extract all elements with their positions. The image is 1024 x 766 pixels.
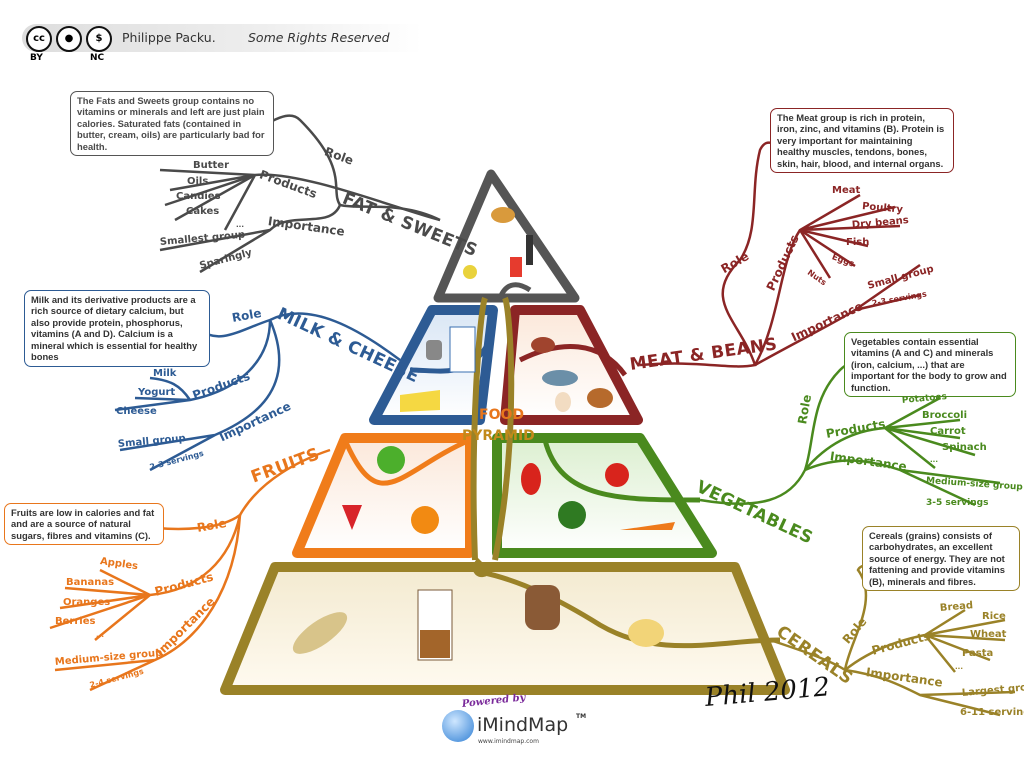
- cereals-product: ...: [955, 663, 963, 671]
- cheese-icon: [400, 390, 440, 412]
- cc-icon: cc: [26, 26, 52, 52]
- apple-icon: [377, 446, 405, 474]
- cereals-role-note: Cereals (grains) consists of carbohydrat…: [862, 526, 1020, 592]
- fats-product: ...: [236, 221, 244, 229]
- chicken-icon: [587, 388, 613, 408]
- cereal-box-icon: [417, 589, 453, 661]
- fish-icon: [542, 370, 578, 386]
- fruits-product: Oranges: [63, 597, 111, 608]
- milk-carton-icon: [449, 326, 476, 373]
- milk-product: Cheese: [116, 406, 157, 417]
- rights: Some Rights Reserved: [248, 30, 390, 45]
- cereals-product: Wheat: [970, 629, 1007, 640]
- vegetables-product: Spinach: [942, 442, 987, 453]
- carrot-icon: [620, 522, 675, 530]
- vegetables-importance: 3-5 servings: [926, 498, 989, 508]
- center-title-line2: PYRAMID: [462, 428, 535, 444]
- fats-product: Oils: [187, 176, 209, 187]
- candy-icon: [463, 265, 477, 279]
- fruits-role-note: Fruits are low in calories and fat and a…: [4, 503, 164, 546]
- imindmap-name: iMindMap: [477, 714, 569, 736]
- fats-product: Candies: [176, 191, 221, 202]
- fats-product: Butter: [193, 160, 230, 171]
- by-label: BY: [30, 53, 43, 63]
- trademark: TM: [576, 713, 587, 720]
- meat-product: Meat: [832, 185, 861, 196]
- license-banner: cc ● $ BY NC Philippe Packu. Some Rights…: [22, 24, 422, 63]
- fats-product: Cakes: [186, 206, 220, 217]
- fats-role-note: The Fats and Sweets group contains no vi…: [70, 91, 274, 157]
- yogurt-icon: [426, 340, 442, 360]
- pasta-icon: [628, 619, 664, 647]
- imindmap-logo-icon: [442, 710, 474, 742]
- fruits-product: Berries: [55, 616, 96, 627]
- vegetables-product: Carrot: [930, 426, 966, 437]
- bread-icon: [525, 585, 560, 630]
- vegetables-product: Broccoli: [922, 410, 968, 421]
- orange-icon: [411, 506, 439, 534]
- sausage-icon: [531, 337, 555, 353]
- cereals-product: Pasta: [962, 648, 994, 659]
- eggs-icon: [555, 392, 571, 412]
- milk-role-note: Milk and its derivative products are a r…: [24, 290, 210, 367]
- author: Philippe Packu.: [122, 30, 216, 45]
- croissant-icon: [491, 207, 515, 223]
- bottle-icon: [526, 235, 533, 265]
- vegetables-role-note: Vegetables contain essential vitamins (A…: [844, 332, 1016, 398]
- milk-product: Yogurt: [138, 387, 176, 398]
- broccoli-icon: [558, 501, 586, 529]
- imindmap-url: www.imindmap.com: [478, 738, 539, 745]
- meat-product: Fish: [846, 237, 870, 248]
- attribution-icon: ●: [56, 26, 82, 52]
- cereals-product: Rice: [982, 611, 1006, 622]
- imindmap-logo: Powered by iMindMap TM www.imindmap.com: [440, 692, 600, 752]
- center-title-line1: FOOD: [479, 407, 524, 423]
- fruits-product: Bananas: [66, 577, 115, 588]
- fruits-product: ...: [96, 631, 104, 639]
- strawberry-icon: [342, 505, 362, 530]
- pepper-icon: [521, 463, 541, 495]
- nc-label: NC: [90, 53, 105, 63]
- milk-product: Milk: [153, 368, 177, 379]
- noncommercial-icon: $: [86, 26, 112, 52]
- tier-cereals: [220, 562, 790, 695]
- wheat-icon: [292, 612, 348, 654]
- cereals-importance: 6-11 servings: [960, 707, 1024, 718]
- meat-role-note: The Meat group is rich in protein, iron,…: [770, 108, 954, 174]
- vegetables-product: ...: [930, 456, 938, 464]
- fries-icon: [510, 257, 522, 277]
- tomato-icon: [605, 463, 629, 487]
